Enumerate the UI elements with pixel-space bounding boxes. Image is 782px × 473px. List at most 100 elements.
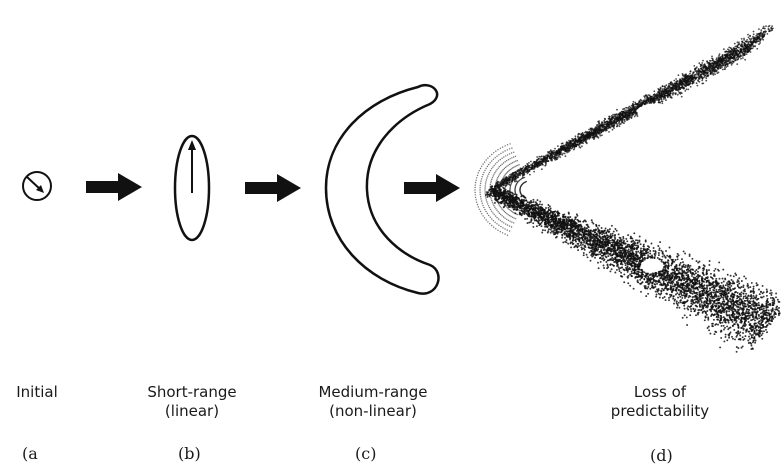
scatter-dot	[730, 55, 733, 58]
scatter-dot	[720, 58, 723, 61]
scatter-dot	[624, 109, 626, 112]
scatter-dot	[749, 45, 752, 48]
scatter-dot	[674, 92, 676, 95]
scatter-dot	[742, 47, 745, 49]
scatter-dot	[738, 41, 740, 44]
scatter-dot	[665, 250, 667, 252]
scatter-dot	[569, 149, 571, 151]
scatter-dot	[744, 277, 747, 280]
scatter-dot	[564, 236, 566, 239]
scatter-dot	[544, 229, 547, 232]
scatter-dot	[579, 146, 582, 149]
scatter-dot	[606, 263, 609, 266]
scatter-dot	[643, 95, 646, 97]
scatter-dot	[711, 55, 713, 58]
scatter-dot	[624, 115, 626, 118]
scatter-dot	[613, 124, 615, 126]
scatter-dot	[626, 107, 629, 109]
scatter-dot	[748, 327, 751, 330]
scatter-dot	[775, 296, 777, 299]
scatter-dot	[734, 59, 737, 62]
scatter-dot	[725, 66, 728, 68]
scatter-dot	[668, 299, 670, 302]
scatter-dot	[615, 121, 617, 124]
scatter-dot	[731, 53, 734, 56]
scatter-dot	[533, 170, 535, 173]
scatter-dot	[569, 146, 572, 149]
scatter-dot	[515, 180, 518, 183]
scatter-dot	[611, 128, 614, 131]
scatter-dot	[736, 291, 739, 294]
scatter-dot	[549, 231, 552, 234]
scatter-dot	[596, 227, 599, 230]
scatter-dot	[567, 141, 569, 144]
scatter-dot	[630, 109, 633, 112]
scatter-dot	[754, 339, 757, 342]
scatter-dot	[698, 80, 701, 83]
scatter-dot	[702, 59, 704, 62]
scatter-dot	[701, 62, 704, 64]
scatter-dot	[659, 86, 662, 89]
scatter-dot	[731, 60, 733, 62]
scatter-dot	[735, 50, 737, 53]
scatter-dot	[722, 64, 725, 67]
scatter-dot	[585, 134, 588, 137]
scatter-dot	[691, 275, 693, 277]
scatter-dot	[654, 290, 657, 293]
scatter-dot	[618, 121, 621, 123]
scatter-dot	[608, 131, 610, 133]
scatter-dot	[764, 30, 766, 33]
scatter-dot	[584, 131, 586, 134]
scatter-dot	[717, 56, 720, 59]
scatter-dot	[562, 148, 565, 151]
scatter-dot	[614, 113, 616, 116]
scatter-dot	[681, 83, 684, 86]
scatter-dot	[702, 82, 705, 85]
scatter-dot	[634, 114, 637, 116]
scatter-dot	[705, 313, 708, 316]
scatter-dot	[609, 126, 612, 129]
scatter-dot	[565, 142, 568, 145]
scatter-dot	[623, 122, 625, 125]
arrow-right-icon	[86, 173, 142, 201]
scatter-dot	[601, 122, 604, 124]
scatter-dot	[747, 321, 750, 323]
scatter-dot	[650, 242, 653, 245]
scatter-dot	[686, 83, 689, 86]
scatter-dot	[588, 251, 591, 254]
scatter-dot	[714, 60, 717, 63]
scatter-dot	[731, 335, 733, 338]
scatter-dot	[743, 37, 745, 40]
scatter-dot	[665, 99, 667, 102]
scatter-dot	[676, 258, 679, 261]
scatter-dot	[589, 259, 592, 262]
scatter-dot	[752, 35, 754, 38]
scatter-dot	[680, 95, 683, 98]
scatter-dot	[521, 169, 524, 172]
scatter-dot	[684, 75, 687, 78]
scatter-dot	[701, 79, 704, 82]
scatter-dot	[503, 179, 506, 182]
scatter-dot	[653, 283, 656, 286]
scatter-dot	[509, 181, 511, 184]
scatter-dot	[549, 159, 552, 161]
scatter-dot	[751, 312, 754, 315]
scatter-dot	[597, 120, 599, 123]
scatter-dot	[508, 179, 511, 182]
scatter-dot	[658, 296, 661, 299]
scatter-dot	[709, 287, 711, 290]
scatter-dot	[757, 304, 760, 307]
scatter-dot	[526, 168, 529, 170]
scatter-dot	[721, 66, 724, 68]
scatter-dot	[579, 136, 581, 139]
scatter-dot	[637, 271, 640, 274]
scatter-dot	[601, 134, 603, 137]
scatter-dot	[703, 284, 706, 287]
scatter-dot	[712, 289, 715, 291]
scatter-dot	[708, 264, 711, 266]
scatter-dot	[609, 270, 612, 273]
scatter-dot	[567, 211, 570, 214]
scatter-dot	[708, 269, 710, 272]
scatter-dot	[641, 101, 644, 104]
scatter-dot	[620, 271, 623, 274]
